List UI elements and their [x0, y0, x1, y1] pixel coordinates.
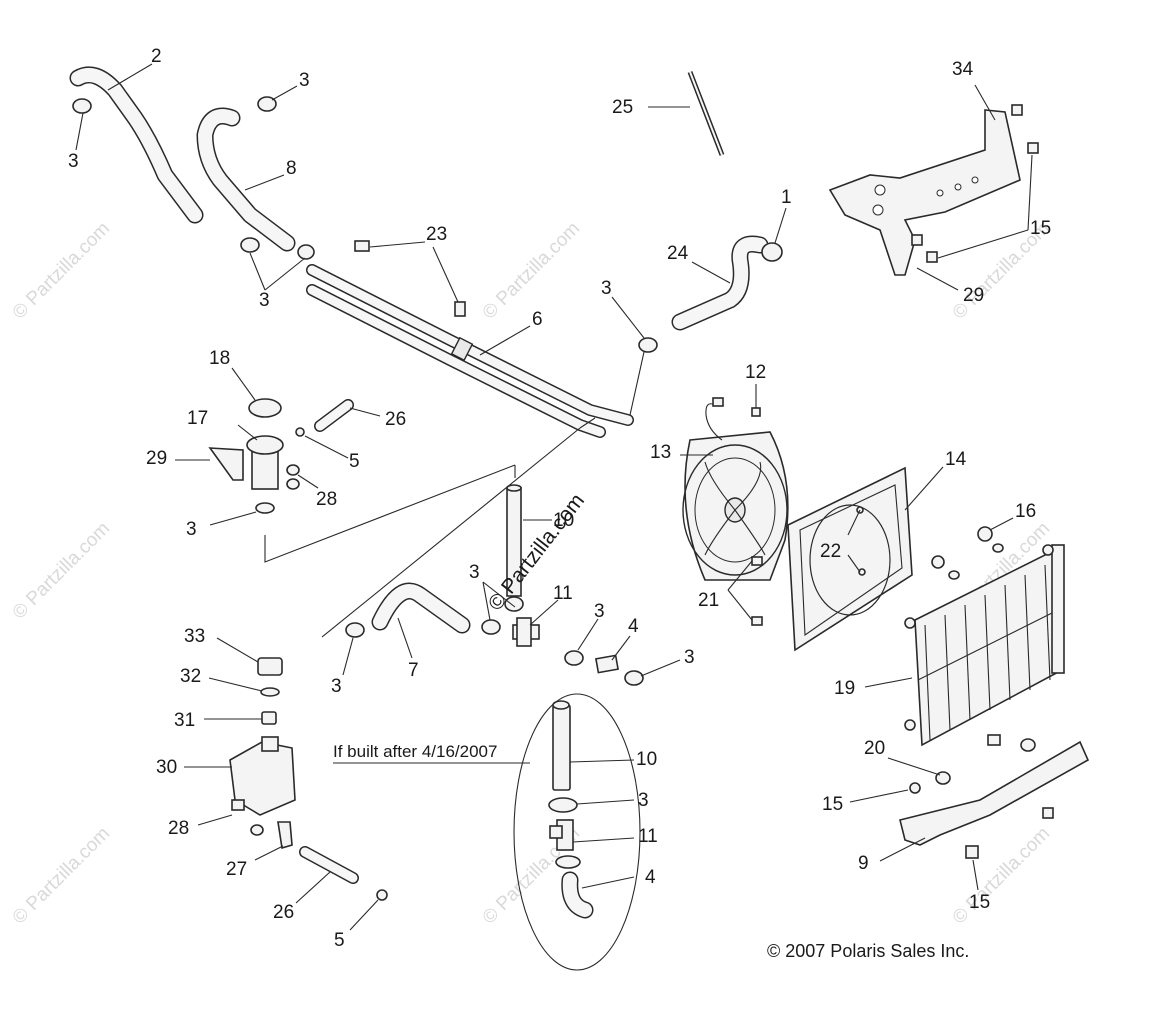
grommets-16: [931, 526, 1054, 580]
fan-13: [682, 397, 789, 581]
callout-15: 15: [822, 794, 843, 815]
callout-3: 3: [594, 601, 605, 622]
inset-parts: [548, 700, 594, 919]
callout-labels: 2 3 3 3 8 3 23 25 1 24 34 15 29 3 6 18 1…: [68, 46, 1051, 951]
callout-33: 33: [184, 626, 205, 647]
callout-24: 24: [667, 243, 689, 264]
coolant-tubes-6: [306, 264, 634, 438]
rod-25: [687, 71, 725, 156]
callout-3: 3: [186, 519, 197, 540]
callout-34: 34: [952, 59, 974, 80]
callout-26: 26: [273, 902, 294, 923]
callout-5: 5: [334, 930, 345, 951]
hose-2: [69, 66, 204, 224]
callout-3: 3: [259, 290, 270, 311]
shroud-14: [787, 466, 913, 652]
callout-4: 4: [645, 867, 656, 888]
callout-18: 18: [209, 348, 230, 369]
callout-16: 16: [1015, 501, 1036, 522]
bracket-34: [828, 104, 1039, 276]
callout-30: 30: [156, 757, 177, 778]
callout-5: 5: [349, 451, 360, 472]
callout-3: 3: [638, 790, 649, 811]
callout-6: 6: [532, 309, 543, 330]
clamps-and-sleeve: [564, 650, 644, 686]
pipe-10: [481, 484, 524, 635]
callout-10: 10: [553, 510, 574, 531]
callout-19: 19: [834, 678, 855, 699]
callout-11: 11: [638, 826, 658, 847]
diagonal-watermark: © Partzilla.com: [484, 489, 589, 615]
callout-11: 11: [553, 583, 573, 604]
callout-29: 29: [963, 285, 984, 306]
callout-3: 3: [684, 647, 695, 668]
build-date-note: If built after 4/16/2007: [333, 742, 497, 761]
callout-2: 2: [151, 46, 162, 67]
callout-15: 15: [1030, 218, 1051, 239]
callout-14: 14: [945, 449, 967, 470]
hose-8: [196, 107, 296, 252]
inset-outline: [513, 693, 641, 971]
bolt-23: [354, 240, 466, 317]
callout-17: 17: [187, 408, 208, 429]
faded-watermark: © Partzilla.com: [949, 823, 1054, 928]
reservoir-30: [229, 657, 296, 850]
callout-13: 13: [650, 442, 671, 463]
callout-3: 3: [299, 70, 310, 91]
hose-7: [345, 582, 471, 638]
callout-28: 28: [168, 818, 189, 839]
tee-11: [512, 617, 540, 647]
callout-21: 21: [698, 590, 719, 611]
tube-26-lower: [299, 846, 388, 901]
bracket-9: [899, 734, 1090, 859]
filler-neck-17: [208, 398, 305, 514]
leader-bracket: [264, 417, 596, 638]
callout-3: 3: [331, 676, 342, 697]
copyright-text: © 2007 Polaris Sales Inc.: [767, 941, 969, 961]
leader-lines: [75, 63, 1033, 931]
callout-7: 7: [408, 660, 419, 681]
callout-28: 28: [316, 489, 337, 510]
faded-watermark: © Partzilla.com: [9, 218, 114, 323]
faded-watermark: © Partzilla.com: [479, 218, 584, 323]
callout-3: 3: [469, 562, 480, 583]
callout-26: 26: [385, 409, 406, 430]
callout-25: 25: [612, 97, 633, 118]
callout-32: 32: [180, 666, 201, 687]
callout-3: 3: [68, 151, 79, 172]
tube-26-upper: [314, 399, 354, 432]
callout-15: 15: [969, 892, 990, 913]
callout-4: 4: [628, 616, 639, 637]
callout-10: 10: [636, 749, 657, 770]
faded-watermark: © Partzilla.com: [9, 518, 114, 623]
hose-24: [671, 235, 783, 331]
radiator-19: [904, 544, 1065, 747]
callout-31: 31: [174, 710, 195, 731]
callout-22: 22: [820, 541, 841, 562]
clamp-icons: [72, 96, 315, 260]
callout-1: 1: [781, 187, 792, 208]
callout-29: 29: [146, 448, 167, 469]
callout-27: 27: [226, 859, 247, 880]
callout-3: 3: [601, 278, 612, 299]
callout-12: 12: [745, 362, 766, 383]
clamp-icon: [638, 337, 658, 353]
callout-8: 8: [286, 158, 297, 179]
callout-23: 23: [426, 224, 447, 245]
callout-9: 9: [858, 853, 869, 874]
callout-20: 20: [864, 738, 885, 759]
faded-watermark: © Partzilla.com: [9, 823, 114, 928]
